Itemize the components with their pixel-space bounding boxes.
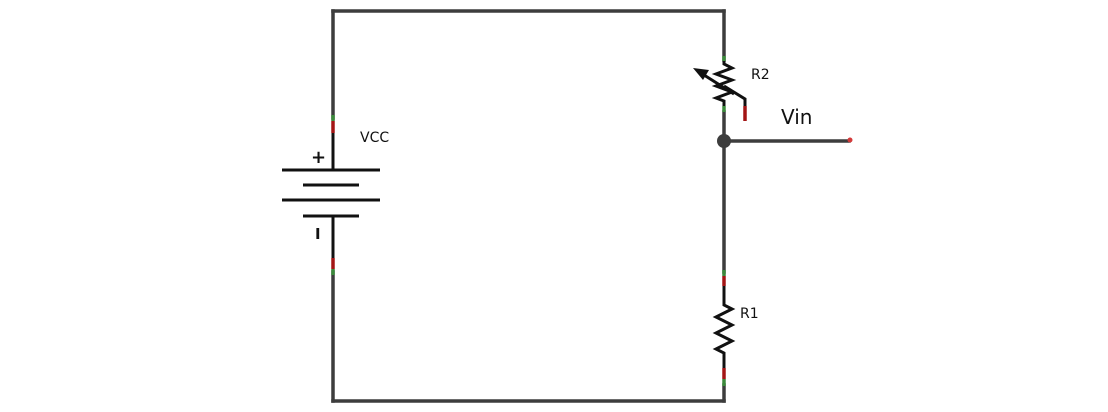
junction-node bbox=[717, 134, 731, 148]
potentiometer-r2[interactable] bbox=[693, 56, 747, 121]
r1-zigzag bbox=[712, 286, 736, 368]
pot-adjust-arrow bbox=[703, 73, 735, 96]
resistor-r1[interactable] bbox=[712, 270, 736, 386]
label-r2: R2 bbox=[751, 67, 770, 83]
pot-arrow-head bbox=[693, 68, 709, 80]
label-vin: Vin bbox=[781, 105, 812, 129]
label-r1: R1 bbox=[740, 306, 759, 322]
vin-terminal[interactable] bbox=[847, 137, 853, 143]
pot-zigzag bbox=[711, 61, 737, 106]
label-battery-minus: I bbox=[315, 225, 321, 243]
battery-vcc[interactable] bbox=[282, 115, 380, 275]
label-vcc: VCC bbox=[360, 130, 389, 146]
label-battery-plus: + bbox=[311, 147, 326, 168]
wires bbox=[331, 9, 851, 403]
